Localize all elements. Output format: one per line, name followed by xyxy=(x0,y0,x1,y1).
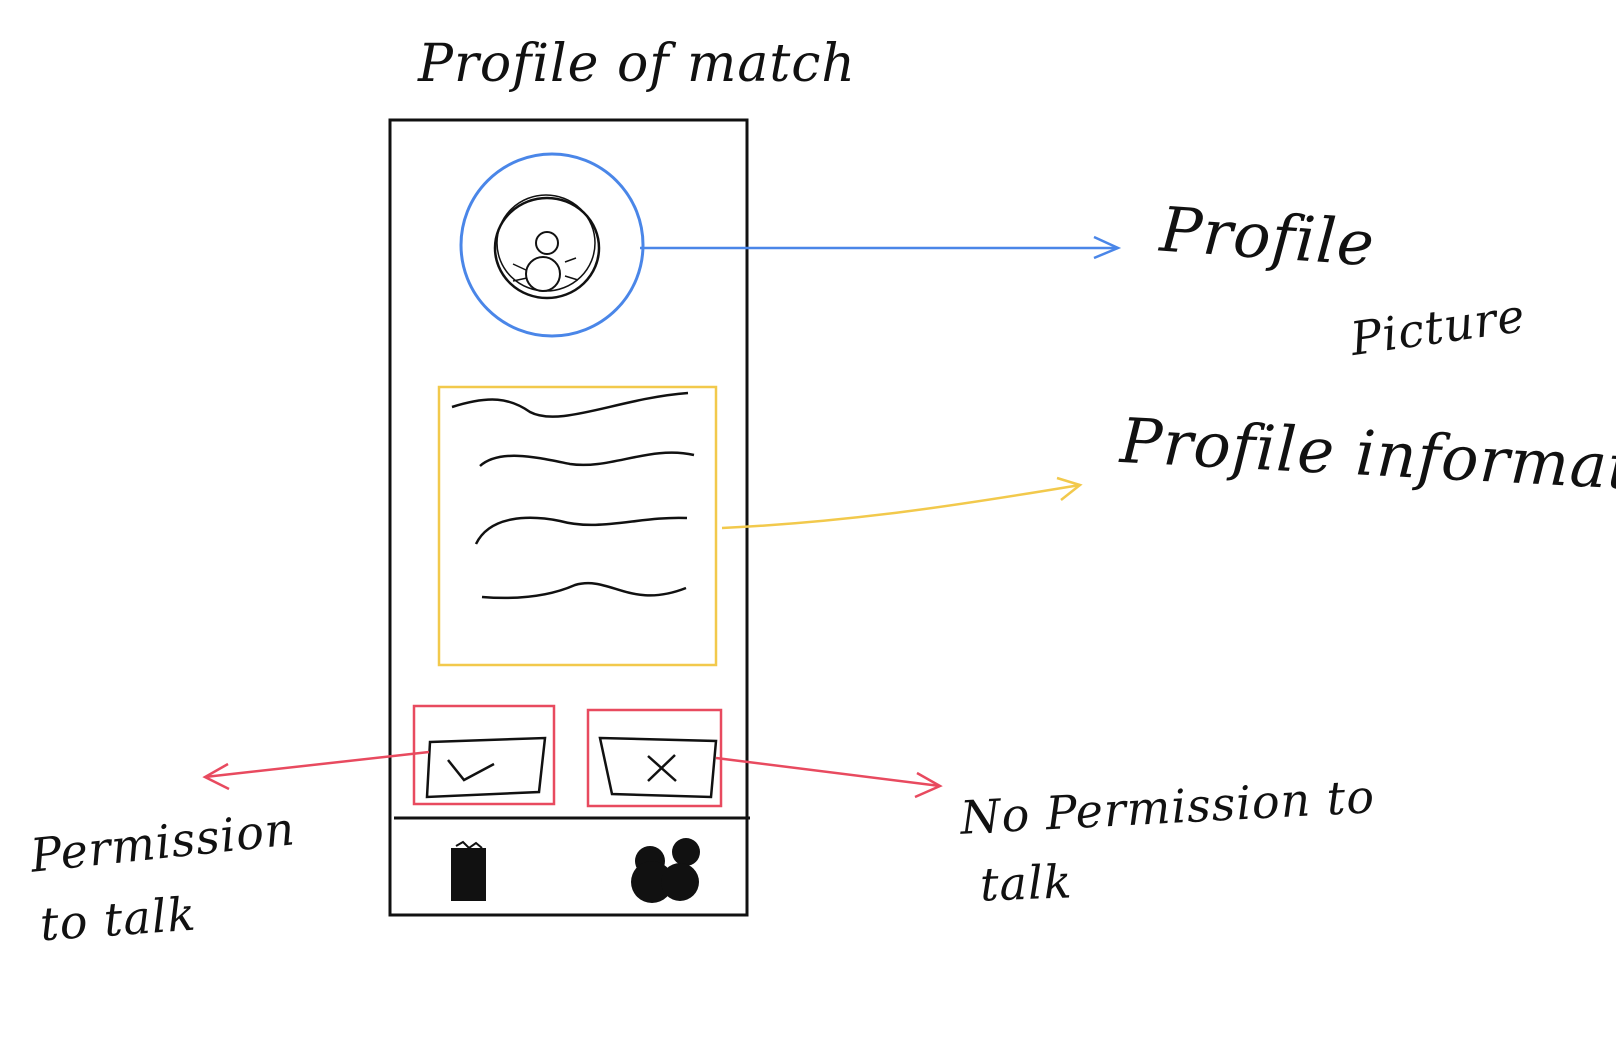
reject-button[interactable] xyxy=(586,708,723,808)
page-title: Profile of match xyxy=(418,34,856,94)
document-icon[interactable] xyxy=(451,840,486,901)
person-avatar-icon xyxy=(493,194,601,300)
accept-button[interactable] xyxy=(412,704,556,806)
people-icon[interactable] xyxy=(631,838,700,903)
accept-button-box xyxy=(425,736,547,799)
info-text-line xyxy=(474,516,688,545)
arrow-profile-picture xyxy=(640,235,1122,260)
info-text-line xyxy=(479,451,695,467)
reject-button-highlight xyxy=(586,708,723,808)
info-text-line xyxy=(451,391,689,418)
arrow-permission xyxy=(202,750,430,791)
profile-picture[interactable] xyxy=(459,152,645,338)
profile-picture-highlight xyxy=(459,152,645,338)
reject-button-box xyxy=(598,736,718,799)
arrow-profile-information xyxy=(721,476,1083,530)
cross-icon xyxy=(647,754,677,782)
profile-information xyxy=(437,385,718,667)
profile-information-highlight xyxy=(437,385,718,667)
accept-button-highlight xyxy=(412,704,556,806)
phone-frame xyxy=(388,118,749,917)
check-icon xyxy=(447,759,495,782)
arrow-no-permission xyxy=(715,756,943,799)
info-text-line xyxy=(481,582,687,600)
